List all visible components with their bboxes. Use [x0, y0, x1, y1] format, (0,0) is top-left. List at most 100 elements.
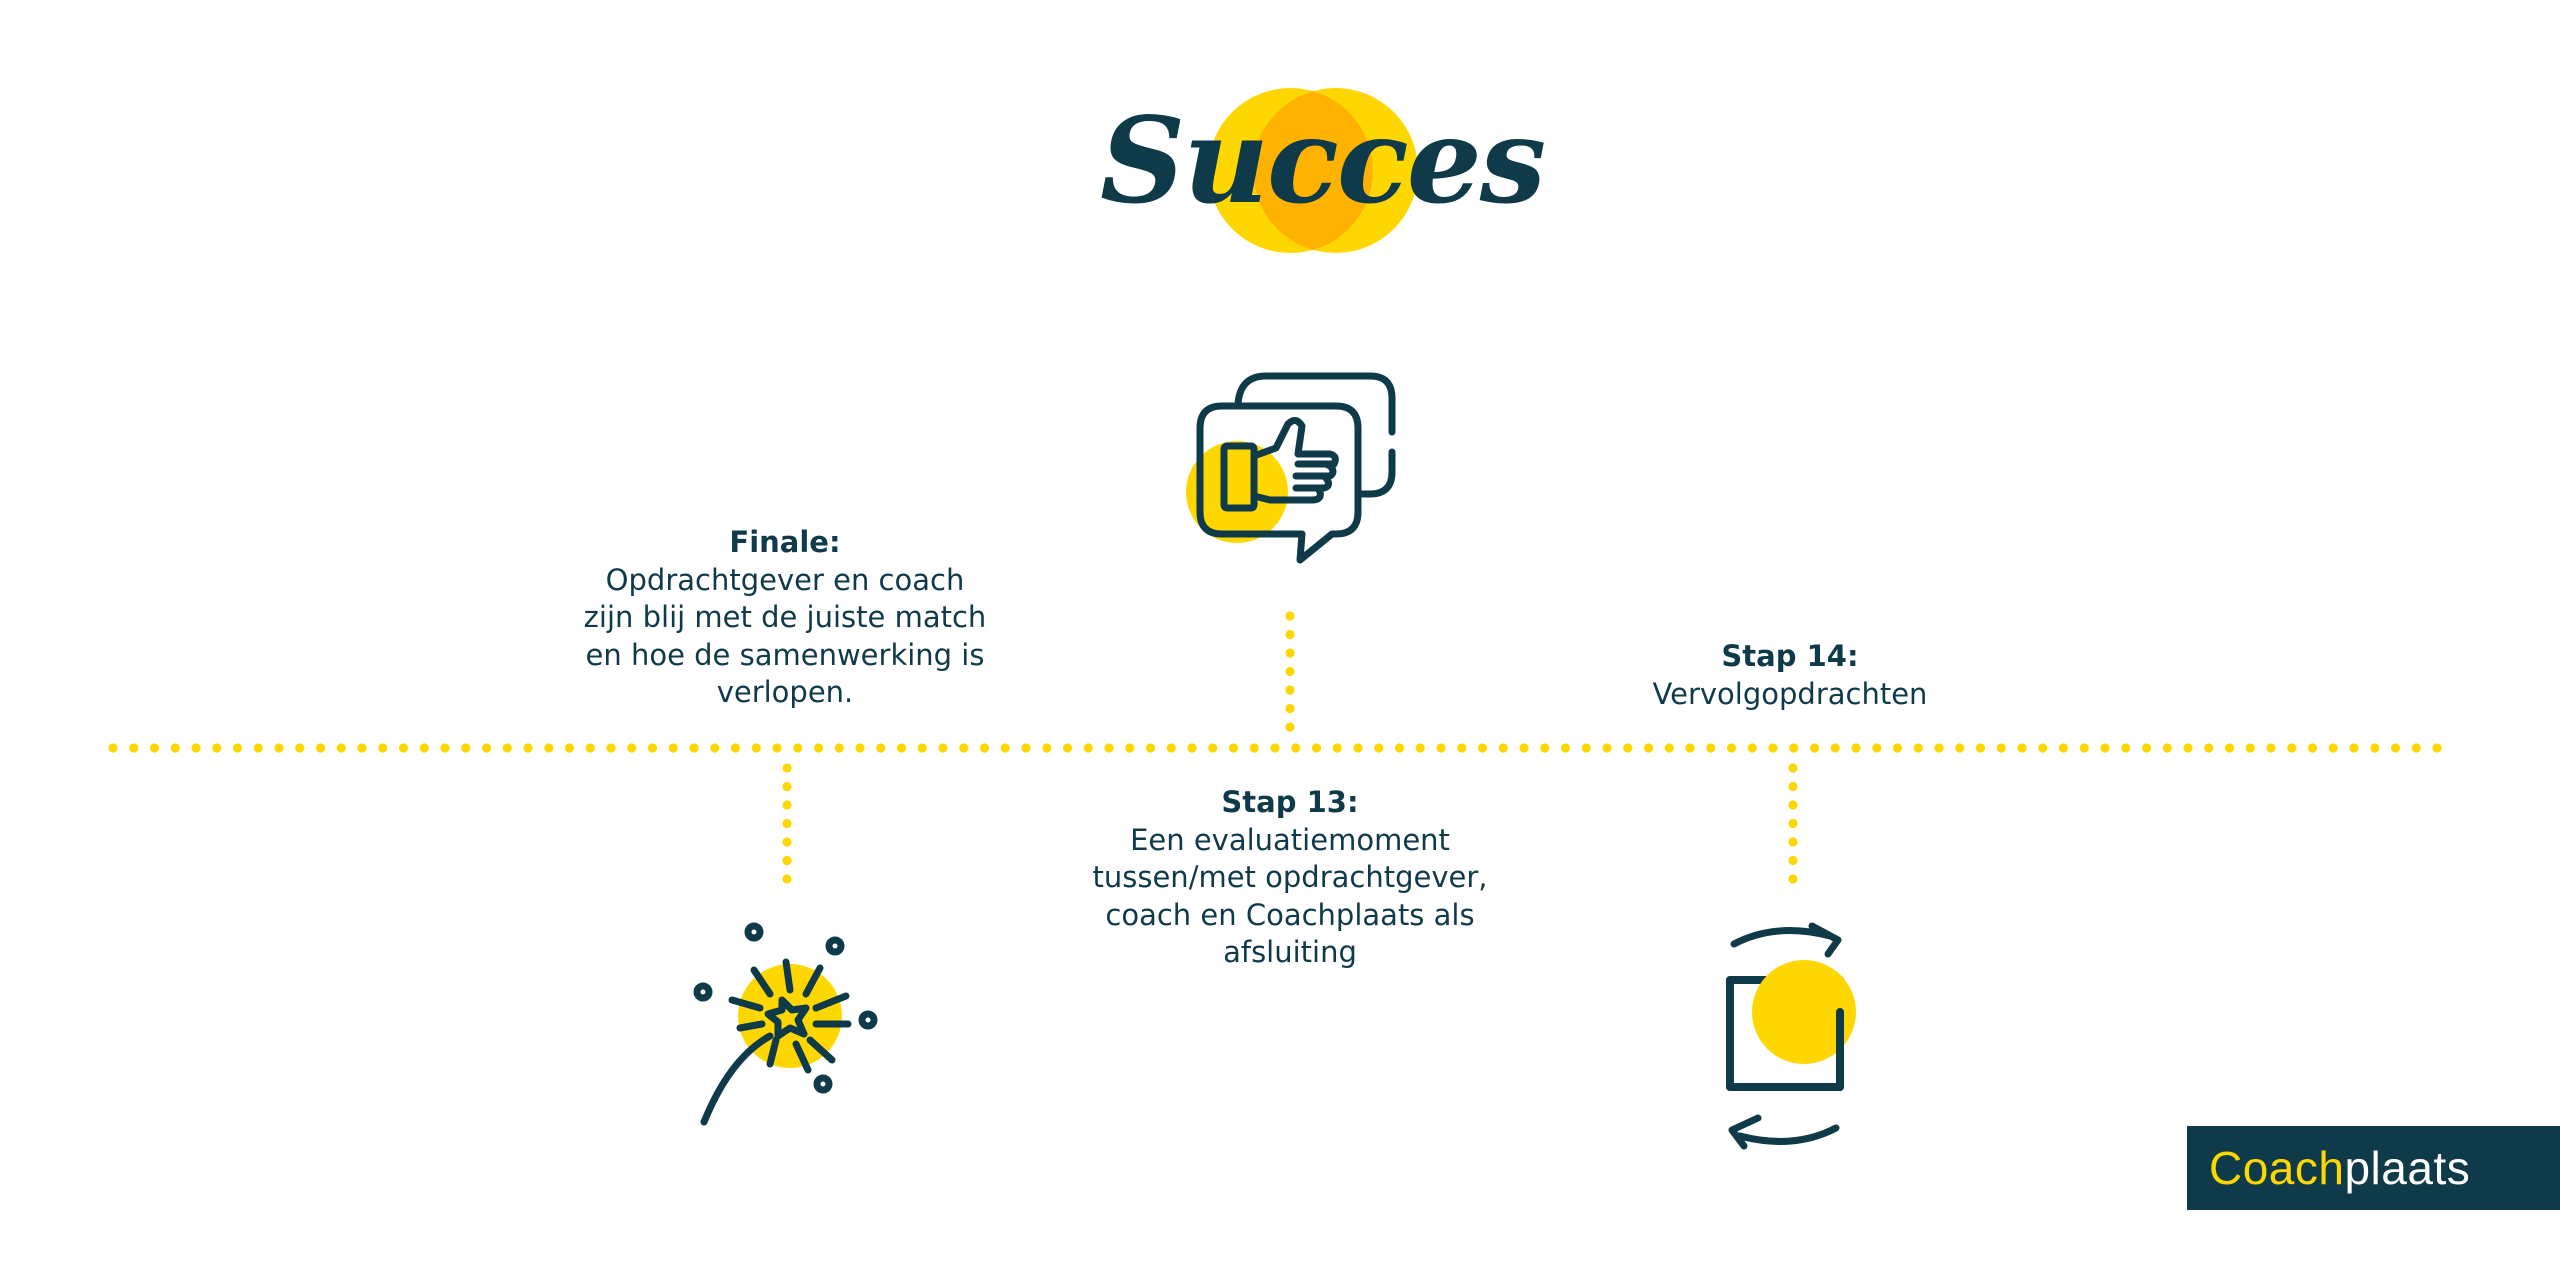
timeline-dot	[1166, 743, 1176, 753]
timeline-dot	[1249, 743, 1259, 753]
timeline-dot	[2307, 743, 2318, 753]
timeline-dot	[2287, 743, 2297, 753]
connector-dot	[1285, 666, 1295, 677]
timeline-dot	[108, 743, 118, 753]
connector-dot	[782, 800, 792, 810]
timeline-dot	[2370, 743, 2380, 753]
connector-dot	[1788, 855, 1798, 866]
stap14-text-block: Stap 14: Vervolgopdrachten	[1590, 638, 1990, 713]
timeline-dot	[772, 743, 782, 753]
timeline-dot	[1125, 743, 1135, 753]
connector-dot	[782, 874, 792, 884]
page-title: Succes	[1100, 91, 1546, 230]
connector-dot	[1788, 800, 1798, 810]
timeline-dot	[1809, 743, 1820, 753]
timeline-dot	[1955, 743, 1965, 753]
timeline-dot	[876, 743, 886, 753]
timeline-dot	[585, 743, 595, 753]
timeline-dot	[1187, 743, 1197, 753]
stap14-heading: Stap 14:	[1721, 639, 1859, 673]
timeline-dot	[378, 743, 388, 753]
timeline-dot	[2432, 743, 2442, 753]
stap13-text-block: Stap 13: Een evaluatiemoment tussen/met …	[1060, 784, 1520, 972]
timeline-dot	[1602, 743, 1612, 753]
timeline-dot	[668, 743, 678, 753]
timeline-dot	[2245, 743, 2255, 753]
timeline-dot	[1291, 743, 1301, 753]
timeline-dot	[1000, 743, 1010, 753]
timeline-dot	[627, 743, 637, 753]
timeline-dot	[979, 743, 990, 753]
timeline-dot	[2121, 743, 2131, 753]
timeline-dot	[1706, 743, 1716, 753]
rotate-accent-circle	[1752, 960, 1856, 1064]
connector-dot	[1788, 781, 1798, 792]
timeline-dot	[398, 743, 409, 753]
timeline-dot	[1477, 743, 1488, 753]
stap14-body: Vervolgopdrachten	[1652, 676, 1928, 711]
timeline-dot	[1208, 743, 1218, 753]
timeline-dot	[813, 743, 824, 753]
timeline-dot	[212, 743, 222, 753]
timeline-dot	[1042, 743, 1052, 753]
timeline-dot	[129, 743, 139, 753]
timeline-dot	[1104, 743, 1114, 753]
timeline-dot	[1623, 743, 1633, 753]
timeline-dot	[1021, 743, 1031, 753]
thumbs-up-chat-icon	[1186, 372, 1396, 564]
timeline-dot	[689, 743, 699, 753]
timeline-dot	[730, 743, 741, 753]
timeline-dot	[191, 743, 201, 753]
timeline-dot	[1457, 743, 1467, 753]
connector-dot	[1788, 837, 1798, 847]
timeline-dot	[523, 743, 533, 753]
timeline-dot	[295, 743, 305, 753]
timeline-dot	[440, 743, 450, 753]
timeline-dot	[1934, 743, 1944, 753]
timeline-dot	[2390, 743, 2401, 753]
timeline-dot	[1270, 743, 1280, 753]
timeline-dot	[2141, 743, 2152, 753]
connector-dot	[1788, 763, 1798, 773]
timeline-dot	[710, 743, 720, 753]
timeline-dot	[2266, 743, 2276, 753]
timeline-dot	[1083, 743, 1093, 753]
timeline-dot	[1643, 743, 1654, 753]
connector-dot	[1285, 703, 1295, 714]
timeline-dot	[502, 743, 512, 753]
timeline-dot	[751, 743, 761, 753]
timeline-dot	[938, 743, 948, 753]
timeline-dot	[1664, 743, 1674, 753]
timeline-dot	[1726, 743, 1737, 753]
timeline-dot	[855, 743, 865, 753]
sparkler-icon	[693, 922, 878, 1126]
timeline-dot	[1560, 743, 1571, 753]
timeline-dot	[1581, 743, 1591, 753]
timeline-dot	[1062, 743, 1073, 753]
timeline-dot	[2162, 743, 2172, 753]
connector-dot	[782, 818, 792, 829]
timeline-dot	[544, 743, 554, 753]
connector-dot	[1285, 611, 1295, 621]
timeline-dot	[834, 743, 844, 753]
timeline-dot	[1145, 743, 1156, 753]
timeline-dot	[336, 743, 346, 753]
connector-dot	[1285, 629, 1295, 640]
timeline-dot	[1498, 743, 1508, 753]
timeline-dot	[1353, 743, 1363, 753]
timeline-dot	[1540, 743, 1550, 753]
timeline-dot	[2058, 743, 2069, 753]
timeline-dot	[481, 743, 492, 753]
timeline-dot	[274, 743, 284, 753]
timeline-dot	[1996, 743, 2006, 753]
timeline-dot	[419, 743, 429, 753]
stap13-heading: Stap 13:	[1221, 785, 1359, 819]
timeline-dot	[606, 743, 616, 753]
timeline-dot	[2038, 743, 2048, 753]
timeline-dot	[564, 743, 575, 753]
page-title-group: Succes	[1100, 80, 1546, 260]
timeline-dot	[896, 743, 907, 753]
rotate-square-icon	[1726, 922, 1856, 1150]
